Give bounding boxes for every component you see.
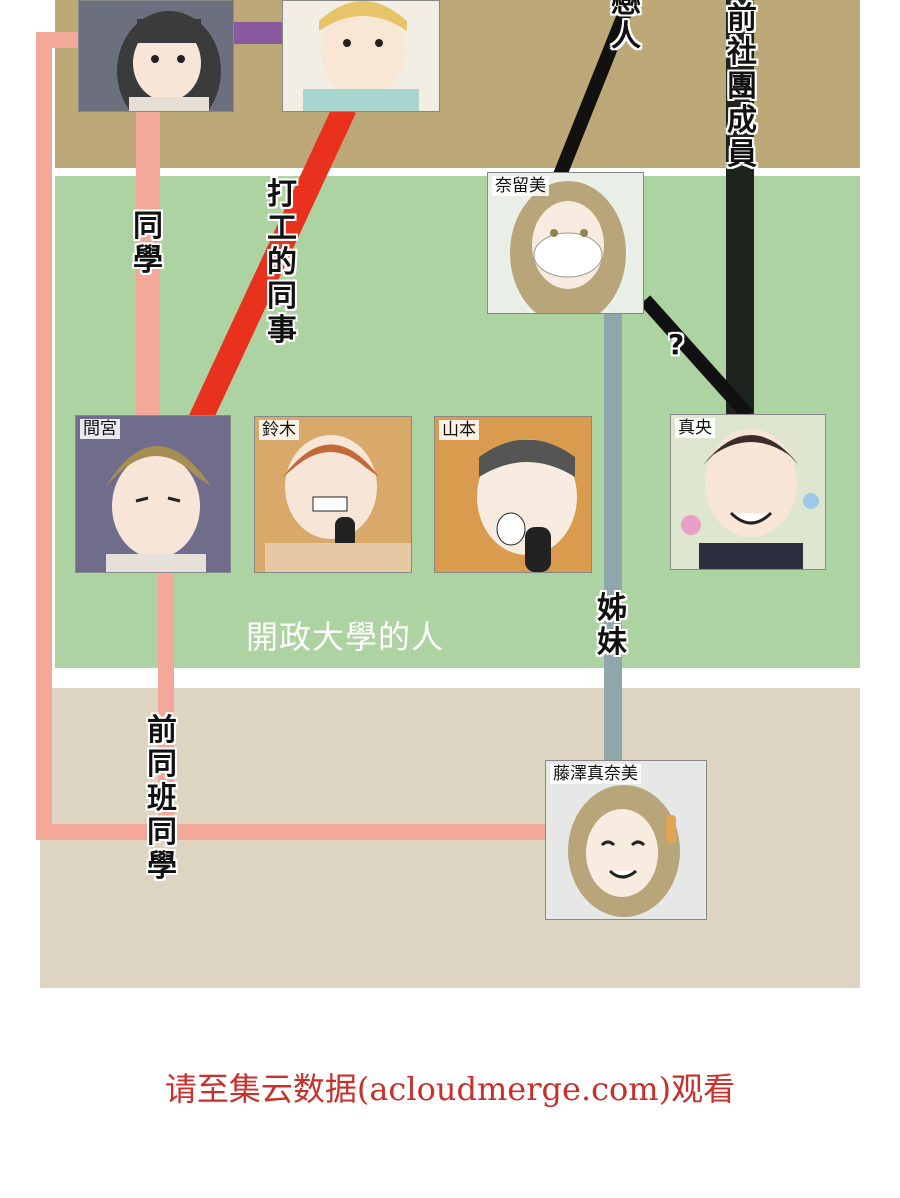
portrait-yamamoto: 山本 (434, 416, 592, 573)
portrait-mao: 真央 (670, 414, 826, 570)
portrait-nerumi: 奈留美 (487, 172, 644, 314)
portrait-fujisawa: 藤澤真奈美 (545, 760, 707, 920)
name-label-suzuki: 鈴木 (259, 420, 299, 440)
label-sisters: 姊妹 (597, 591, 627, 660)
portrait-suzuki: 鈴木 (254, 416, 412, 573)
unknown-relation-line (639, 295, 754, 420)
portrait-blond-top (282, 0, 440, 112)
label-classmate: 同學 (133, 209, 163, 278)
label-former-classmate: 前同班同學 (147, 713, 177, 884)
coworker-line (189, 102, 356, 426)
label-lover: 戀人 (611, 0, 641, 54)
name-label-mao: 真央 (675, 418, 715, 438)
former-classmate-line (36, 32, 555, 840)
lover-line (553, 0, 637, 178)
label-part-time-coworker: 打工的同事 (267, 177, 297, 348)
name-label-yamamoto: 山本 (439, 420, 479, 440)
footer-watermark-text: 请至集云数据(acloudmerge.com)观看 (164, 1070, 736, 1108)
label-unknown-relation: ? (668, 328, 685, 361)
university-group-label: 開政大學的人 (246, 618, 445, 656)
portrait-mamiya: 間宮 (75, 415, 231, 573)
portrait-girl-top-left (78, 0, 234, 112)
name-label-mamiya: 間宮 (80, 419, 120, 439)
label-former-club-member: 前社團成員 (727, 1, 757, 172)
name-label-nerumi: 奈留美 (492, 176, 549, 196)
name-label-fujisawa: 藤澤真奈美 (550, 764, 641, 784)
